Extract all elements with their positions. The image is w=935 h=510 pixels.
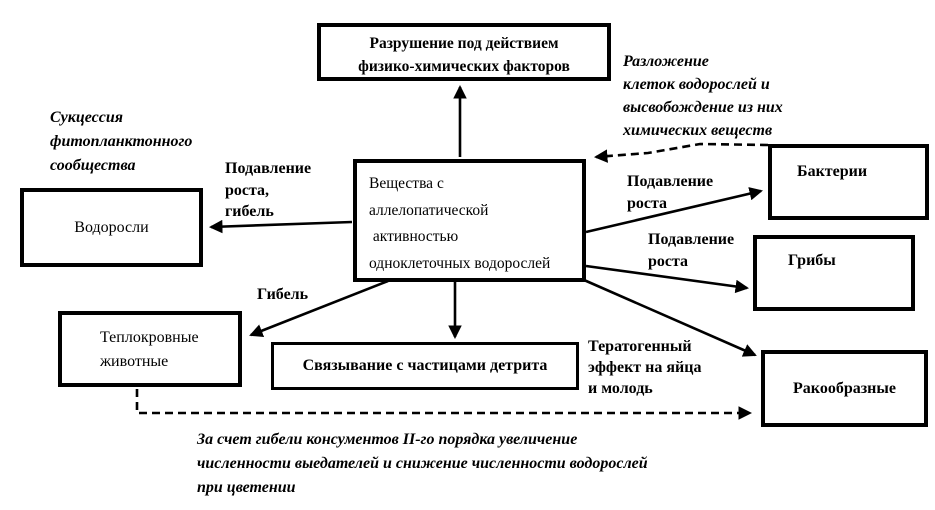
dashed-arrow-bacteria-to-substances [593, 142, 769, 163]
box-allelopathic-substances: Вещества с аллелопатической активностью … [353, 159, 586, 282]
arrow-substances-to-crustaceans [583, 278, 757, 357]
arrow-substances-to-fungi [585, 264, 750, 294]
box-crustaceans: Ракообразные [761, 350, 928, 427]
dashed-arrow-warm-blooded-to-crustaceans [135, 389, 753, 420]
box-fungi: Грибы [753, 235, 915, 311]
arrow-substances-to-algae [208, 219, 353, 234]
box-algae: Водоросли [20, 188, 203, 267]
edge-label-growth-suppression-bacteria: Подавление роста [627, 173, 714, 212]
annotation-consumers-death: За счет гибели консументов II-го порядка… [197, 431, 648, 496]
arrow-substances-to-bacteria [585, 187, 763, 234]
annotation-phytoplankton-succession: Сукцессия фитопланктонного сообщества [50, 109, 193, 174]
box-destruction-physico-chemical: Разрушение под действием физико-химическ… [317, 23, 611, 81]
edge-label-teratogenic-effect: Тератогенный эффект на яйца и молодь [588, 338, 702, 397]
box-warm-blooded-animals: Теплокровные животные [58, 311, 242, 387]
edge-label-growth-suppression-fungi: Подавление роста [648, 231, 735, 270]
edge-label-growth-suppression-death: Подавление роста, гибель [225, 160, 312, 221]
arrow-substances-to-warm-blooded [249, 279, 389, 338]
box-bacteria: Бактерии [768, 144, 929, 220]
box-detritus-binding: Связывание с частицами детрита [271, 342, 579, 390]
annotation-cell-decomposition: Разложение клеток водорослей и высвобожд… [623, 53, 783, 140]
edge-label-death: Гибель [257, 286, 309, 303]
